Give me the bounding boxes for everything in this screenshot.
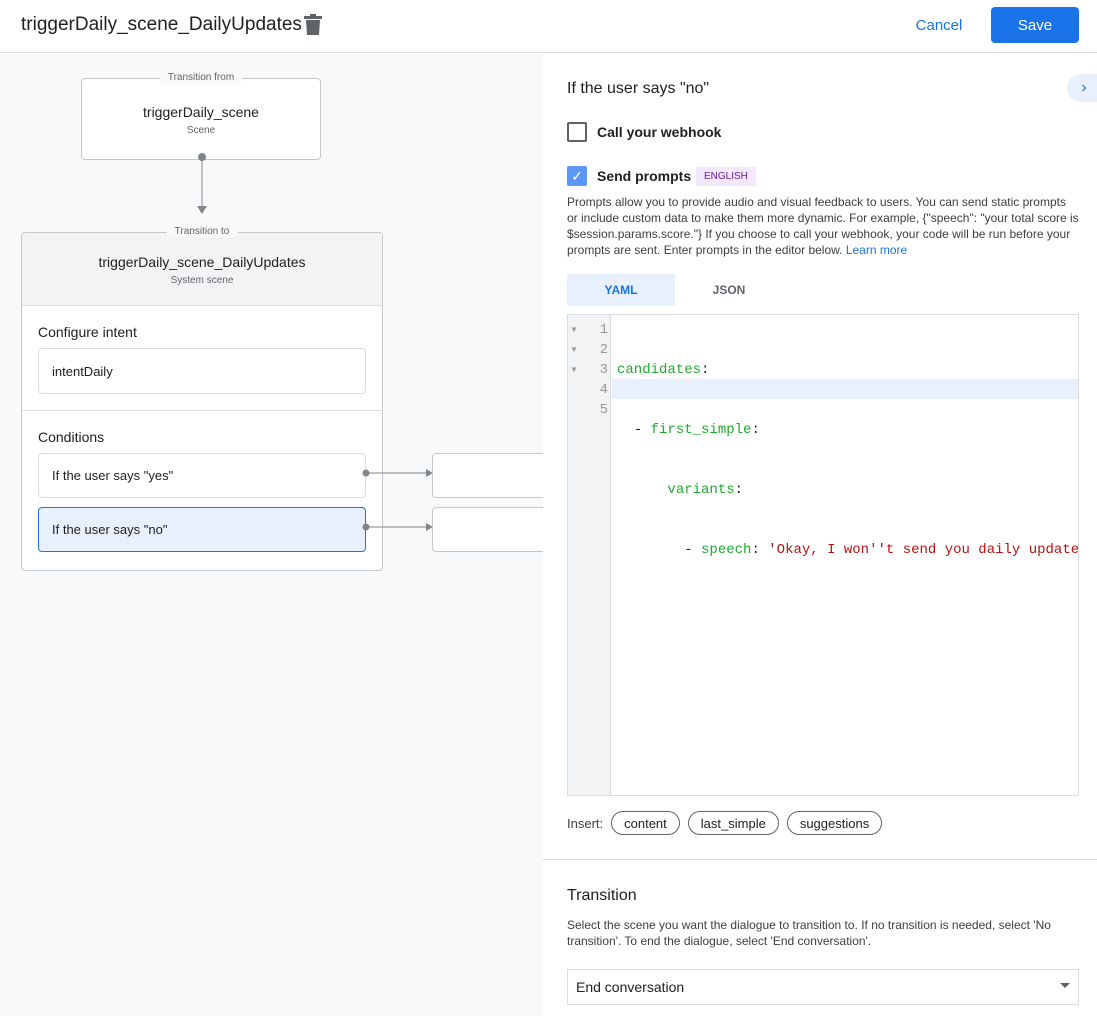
description-text: Prompts allow you to provide audio and v…	[567, 195, 1079, 257]
target-node-yes[interactable]	[432, 453, 543, 498]
transition-to-node: Transition to triggerDaily_scene_DailyUp…	[21, 226, 383, 571]
header: triggerDaily_scene_DailyUpdates Cancel S…	[0, 0, 1097, 53]
tab-json[interactable]: JSON	[712, 283, 746, 297]
prompts-checkbox[interactable]: ✓	[567, 166, 587, 186]
conditions-heading: Conditions	[38, 429, 105, 445]
dropdown-arrow-icon	[1060, 983, 1070, 988]
prompts-description: Prompts allow you to provide audio and v…	[567, 194, 1079, 258]
condition-yes[interactable]: If the user says "yes"	[38, 453, 366, 498]
page-title: triggerDaily_scene_DailyUpdates	[21, 14, 302, 35]
prompts-label: Send prompts	[597, 168, 692, 184]
intent-item[interactable]: intentDaily	[38, 348, 366, 394]
to-scene-type: System scene	[170, 275, 234, 286]
from-scene-type: Scene	[186, 125, 216, 136]
transition-selected-value: End conversation	[576, 979, 685, 995]
learn-more-link[interactable]: Learn more	[845, 243, 908, 257]
insert-label: Insert:	[567, 815, 604, 831]
webhook-checkbox[interactable]	[567, 122, 587, 142]
chevron-right-icon[interactable]: ›	[1067, 74, 1097, 102]
target-node-no[interactable]	[432, 507, 543, 552]
condition-connectors	[362, 469, 433, 531]
panel-title: If the user says "no"	[567, 80, 710, 97]
insert-row: Insert: content last_simple suggestions	[567, 811, 883, 835]
save-button[interactable]: Save	[991, 7, 1079, 43]
chip-content[interactable]: content	[611, 811, 680, 835]
from-scene-name: triggerDaily_scene	[143, 104, 259, 120]
transition-heading: Transition	[567, 887, 637, 904]
code-lines: candidates: - first_simple: variants: - …	[617, 362, 1079, 558]
webhook-label: Call your webhook	[597, 124, 722, 140]
condition-no[interactable]: If the user says "no"	[38, 507, 366, 552]
chip-suggestions[interactable]: suggestions	[786, 811, 883, 835]
flow-canvas: Transition from triggerDaily_scene Scene…	[0, 54, 543, 1016]
transition-select[interactable]: End conversation	[567, 969, 1079, 1005]
detail-panel: If the user says "no" › Call your webhoo…	[543, 54, 1097, 1016]
transition-to-label: Transition to	[166, 226, 238, 237]
tab-yaml[interactable]: YAML	[567, 274, 675, 306]
fold-icons[interactable]: ▼▼▼	[570, 325, 578, 374]
trash-icon[interactable]	[304, 14, 322, 36]
transition-from-label: Transition from	[159, 72, 243, 83]
configure-intent-heading: Configure intent	[38, 324, 137, 340]
language-badge: ENGLISH	[696, 167, 756, 186]
to-scene-name: triggerDaily_scene_DailyUpdates	[98, 254, 306, 270]
transition-description: Select the scene you want the dialogue t…	[567, 918, 1051, 948]
transition-from-node[interactable]: Transition from triggerDaily_scene Scene	[81, 72, 321, 160]
cancel-button[interactable]: Cancel	[915, 16, 963, 34]
chip-last-simple[interactable]: last_simple	[687, 811, 779, 835]
connector-arrow	[197, 153, 207, 214]
